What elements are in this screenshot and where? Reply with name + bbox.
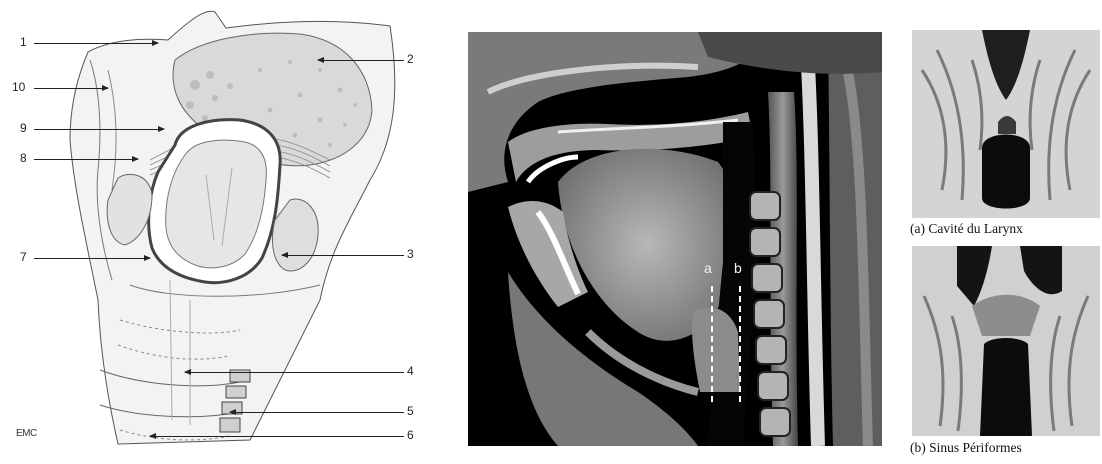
callout-2: 2: [407, 52, 414, 66]
callout-10: 10: [12, 80, 25, 94]
leader-line-2: [318, 60, 404, 61]
leader-line-3: [282, 255, 404, 256]
callout-5: 5: [407, 404, 414, 418]
emc-logo: EMC: [16, 428, 37, 439]
axial-slice-b-image: [912, 246, 1100, 436]
larynx-illustration: [0, 0, 440, 459]
leader-line-8: [34, 159, 138, 160]
leader-line-7: [34, 258, 150, 259]
callout-9: 9: [20, 121, 27, 135]
marker-a: a: [704, 260, 712, 276]
mri-drawing: [468, 32, 882, 446]
callout-1: 1: [20, 35, 27, 49]
axial-slice-a-image: [912, 30, 1100, 218]
leader-line-10: [34, 88, 108, 89]
callout-4: 4: [407, 364, 414, 378]
callout-6: 6: [407, 428, 414, 442]
callout-7: 7: [20, 250, 27, 264]
caption-b: (b) Sinus Périformes: [910, 440, 1022, 456]
callout-8: 8: [20, 151, 27, 165]
leader-line-1: [34, 43, 158, 44]
slice-b-drawing: [912, 246, 1100, 436]
leader-line-9: [34, 129, 164, 130]
leader-line-5: [230, 412, 404, 413]
sagittal-mri-image: a b: [468, 32, 882, 446]
callout-3: 3: [407, 247, 414, 261]
caption-a: (a) Cavité du Larynx: [910, 221, 1023, 237]
larynx-drawing: [0, 0, 440, 459]
slice-a-drawing: [912, 30, 1100, 218]
leader-line-4: [185, 372, 404, 373]
marker-b: b: [734, 260, 742, 276]
leader-line-6: [150, 436, 404, 437]
